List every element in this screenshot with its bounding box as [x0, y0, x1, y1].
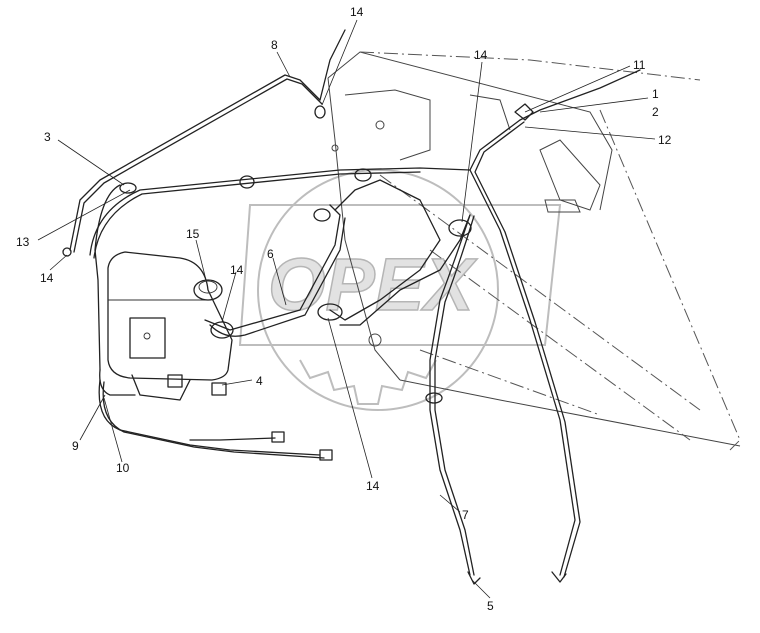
clip [313, 208, 331, 222]
callout-15: 15 [186, 227, 200, 241]
clip [62, 247, 72, 257]
clip [425, 392, 443, 404]
callout-14: 14 [40, 271, 54, 285]
callout-2: 2 [652, 105, 659, 119]
clip [119, 182, 137, 194]
washer-pump [167, 374, 183, 388]
clip [354, 168, 372, 182]
clip [317, 303, 343, 321]
nozzle [551, 571, 567, 583]
washer-pump-2 [211, 382, 227, 396]
callout-5: 5 [487, 599, 494, 613]
clip [448, 219, 472, 237]
reservoir-cap [193, 279, 223, 301]
callout-1: 1 [652, 87, 659, 101]
callout-6: 6 [267, 247, 274, 261]
callout-14: 14 [366, 479, 380, 493]
callout-13: 13 [16, 235, 30, 249]
callout-4: 4 [256, 374, 263, 388]
watermark-gear-icon [238, 169, 562, 411]
callout-11: 11 [633, 58, 646, 72]
nozzle [467, 571, 481, 585]
connector-plug-1 [271, 431, 285, 443]
cab-panel-outline [327, 51, 741, 451]
reservoir-label-plate [129, 317, 166, 359]
callout-9: 9 [72, 439, 79, 453]
callout-14: 14 [474, 48, 488, 62]
nozzle [514, 103, 534, 121]
callout-7: 7 [462, 508, 469, 522]
callout-12: 12 [658, 133, 672, 147]
callout-10: 10 [116, 461, 130, 475]
leader-lines [37, 19, 656, 599]
connector-plug-2 [319, 449, 333, 461]
clips [62, 103, 567, 585]
callout-labels: 14 8 14 11 1 2 12 3 13 14 15 14 6 4 9 10… [16, 5, 672, 613]
callout-3: 3 [44, 130, 51, 144]
callout-8: 8 [271, 38, 278, 52]
clip [314, 105, 326, 119]
clip [239, 175, 255, 189]
washer-reservoir [107, 251, 233, 401]
callout-14: 14 [350, 5, 364, 19]
callout-14: 14 [230, 263, 244, 277]
